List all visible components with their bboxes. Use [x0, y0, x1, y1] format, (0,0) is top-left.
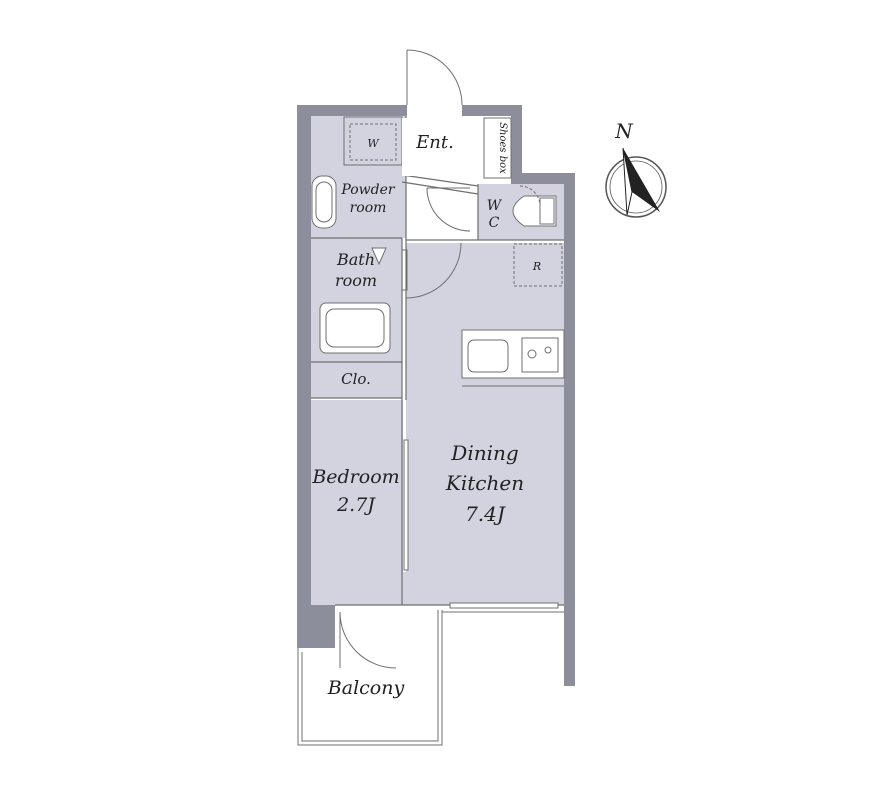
wc-north-wall [511, 173, 575, 184]
shoes-box-cabinet [483, 117, 512, 179]
wash-basin-bowl-icon [315, 181, 333, 223]
compass-ring-inner-icon [609, 160, 663, 214]
bathroom-label-line2: room [335, 271, 377, 290]
wc-label-line2: C [489, 215, 500, 231]
east-wall [564, 173, 575, 686]
exterior-walls [297, 105, 575, 686]
fixtures [311, 116, 565, 399]
bath-entry-arrow-icon [371, 247, 387, 266]
compass-ring-icon [605, 156, 667, 218]
balcony-railing [297, 610, 443, 746]
door-swings [339, 49, 471, 669]
kitchen-sink-icon [467, 339, 509, 373]
bathtub-inner-icon [325, 308, 385, 348]
balcony-label: Balcony [327, 677, 405, 699]
entrance-floor [402, 118, 482, 176]
washer-dashed-outline [349, 123, 397, 161]
toilet-icon [512, 195, 557, 227]
bathtub-icon [319, 302, 391, 354]
closet-label: Clo. [341, 370, 371, 388]
bedroom-label-size: 2.7J [336, 494, 376, 516]
bedroom-sliding-door [403, 439, 409, 571]
dk-door-arc [405, 242, 462, 299]
bath-sliding-door [401, 249, 408, 291]
wc-label-line1: W [487, 198, 503, 214]
bedroom-floor [311, 400, 403, 605]
bedroom-label-name: Bedroom [311, 466, 399, 488]
compass-north-label: N [614, 119, 634, 143]
sliding-doors [401, 249, 559, 609]
washer-label: W [367, 137, 380, 150]
wc-door-arc [426, 187, 471, 232]
dining-kitchen-floor [406, 243, 564, 605]
compass-needle-light-icon [622, 147, 633, 216]
bathroom-label-line1: Bath [336, 250, 375, 269]
entrance-door-arc [406, 49, 463, 106]
stove-burner-small-icon [544, 346, 552, 354]
stove-icon [521, 337, 559, 373]
dk-label-line2: Kitchen [445, 471, 524, 495]
stove-burner-icon [527, 349, 537, 359]
dk-label-line1: Dining [450, 441, 518, 465]
toilet-dashed-arc [519, 185, 541, 207]
dk-label-size: 7.4J [465, 502, 506, 526]
entrance-label: Ent. [415, 132, 454, 153]
dk-balcony-window [449, 602, 559, 609]
washer-space [343, 116, 403, 166]
shoes-box-label: Shoes box [497, 122, 508, 174]
powder-room-label-line1: Powder [340, 182, 396, 198]
compass-north-arrow-icon: N [605, 119, 667, 218]
powder-room-label-line2: room [350, 200, 387, 216]
bedroom-floor-bottom [335, 572, 406, 605]
shoes-box-wall [511, 105, 522, 183]
balcony-railing-inner [301, 610, 439, 742]
toilet-tank-icon [539, 197, 555, 225]
kitchen-counter [461, 329, 565, 379]
north-wall-right [462, 105, 522, 116]
wash-basin-icon [311, 175, 337, 229]
balcony-outline [297, 610, 564, 746]
north-wall-left [297, 105, 407, 116]
entrance-step-line [401, 174, 479, 187]
compass-needle-dark-icon [623, 148, 660, 212]
balcony-door-arc [339, 611, 397, 669]
room-labels: Ent. Shoes box W Powder room W C R Bath … [311, 122, 541, 699]
refrigerator-label: R [532, 260, 541, 273]
west-wall [297, 105, 311, 648]
